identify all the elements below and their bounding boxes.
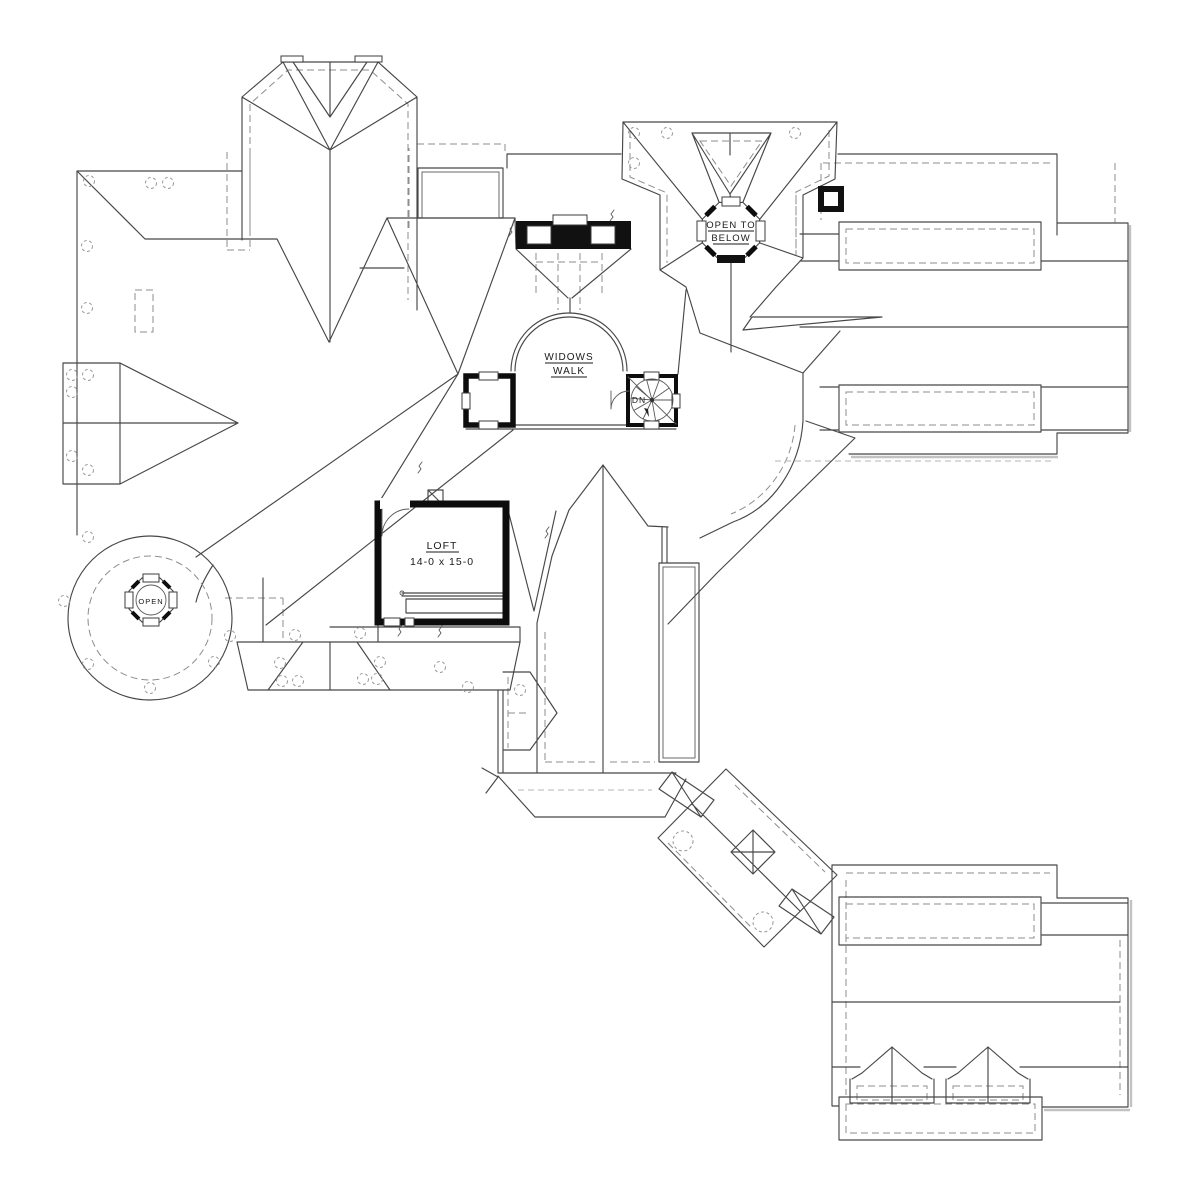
plan-labels: OPEN TO BELOW WIDOWS WALK DN LOFT 14-0 x… — [138, 220, 755, 606]
round-tower-cupola — [124, 573, 178, 627]
widows-walk — [461, 214, 681, 430]
label-open-to-below-2: BELOW — [711, 233, 750, 244]
stair-arrow — [644, 408, 649, 417]
spiral-stair — [627, 376, 677, 425]
label-loft: LOFT — [427, 540, 458, 552]
shadow-lines — [851, 225, 1133, 1112]
roof-lines — [62, 61, 1129, 1141]
widows-walk-arch — [510, 312, 628, 372]
roof-access-room — [463, 373, 516, 428]
loft-room — [374, 498, 510, 627]
label-open: OPEN — [138, 597, 163, 606]
chimney — [818, 186, 844, 212]
label-open-to-below-1: OPEN TO — [706, 220, 755, 231]
loft-walls — [374, 500, 510, 626]
dashed-wall-outlines — [134, 69, 1121, 1134]
label-dn: DN — [632, 395, 646, 405]
label-loft-dims: 14-0 x 15-0 — [410, 556, 474, 568]
label-widows-walk-2: WALK — [553, 366, 585, 377]
turret-cupola — [696, 196, 766, 263]
loft-door-swing — [381, 508, 410, 537]
stair-door-swing — [610, 390, 630, 410]
tower-roof-tabs — [280, 55, 383, 63]
roof-vents — [58, 127, 801, 933]
label-widows-walk-1: WIDOWS — [544, 352, 593, 363]
